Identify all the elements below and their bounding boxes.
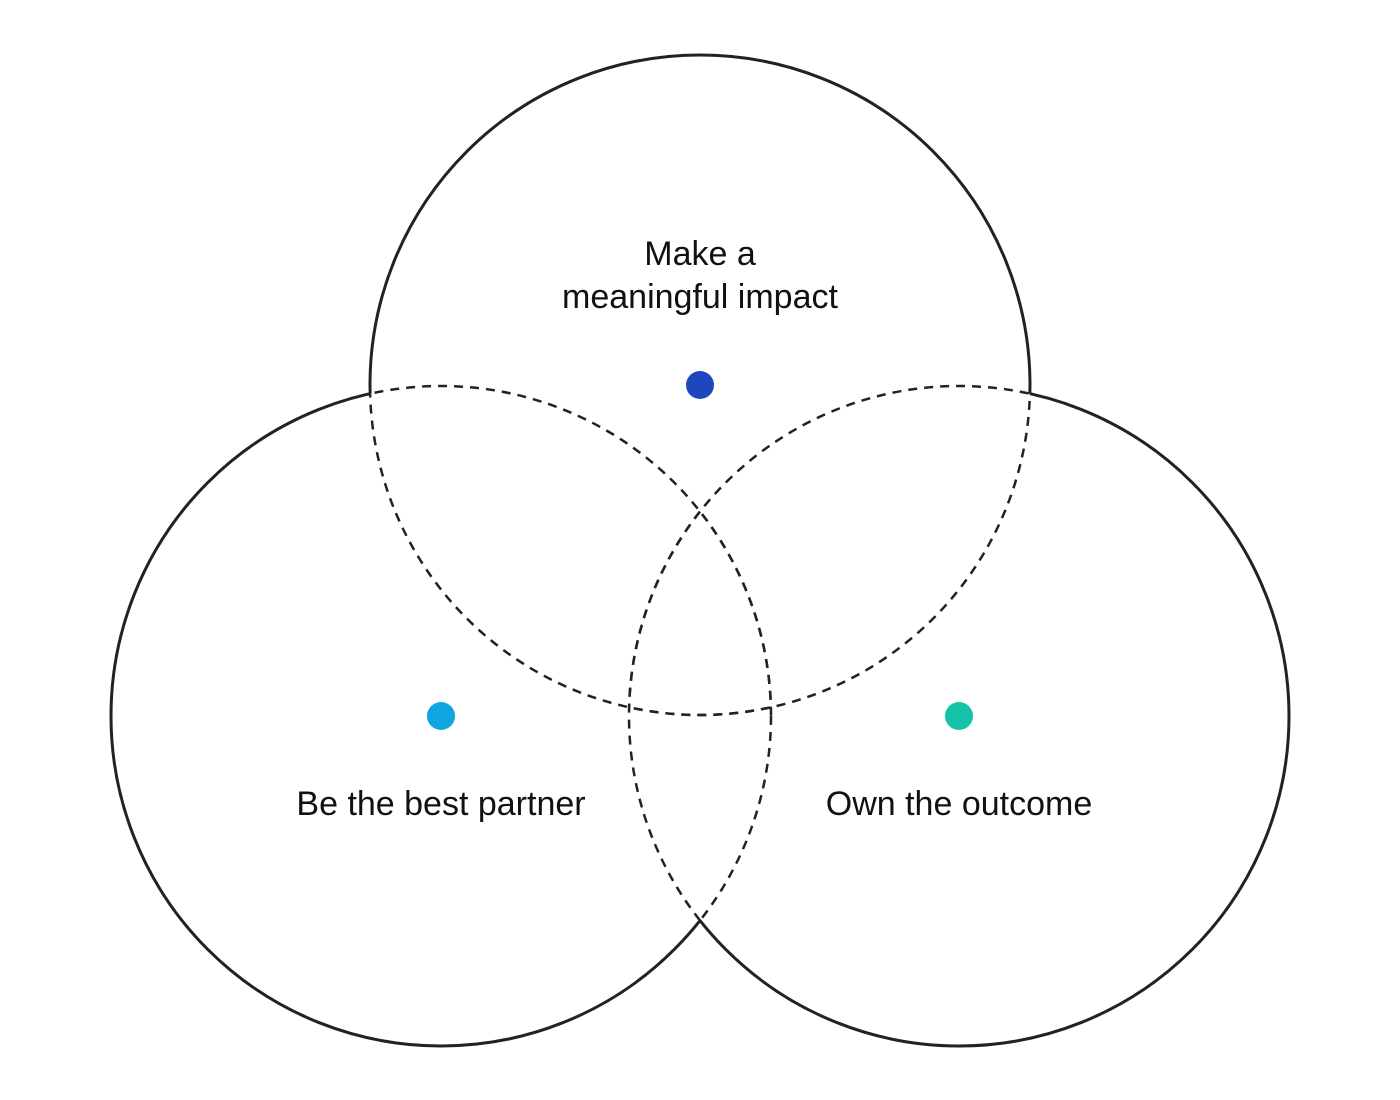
label-top-line-2: meaningful impact xyxy=(562,278,838,316)
overlap-arcs xyxy=(368,384,1032,1046)
arc-left-in-top xyxy=(370,384,773,715)
arc-right-in-top xyxy=(627,384,1030,715)
dot-right xyxy=(945,702,973,730)
label-top-line-1: Make a xyxy=(644,235,756,273)
arc-left-in-right xyxy=(629,386,773,1046)
label-left: Be the best partner xyxy=(296,785,585,823)
dot-top xyxy=(686,371,714,399)
arc-top-in-right xyxy=(629,386,1032,717)
dot-left xyxy=(427,702,455,730)
label-right: Own the outcome xyxy=(826,785,1092,823)
